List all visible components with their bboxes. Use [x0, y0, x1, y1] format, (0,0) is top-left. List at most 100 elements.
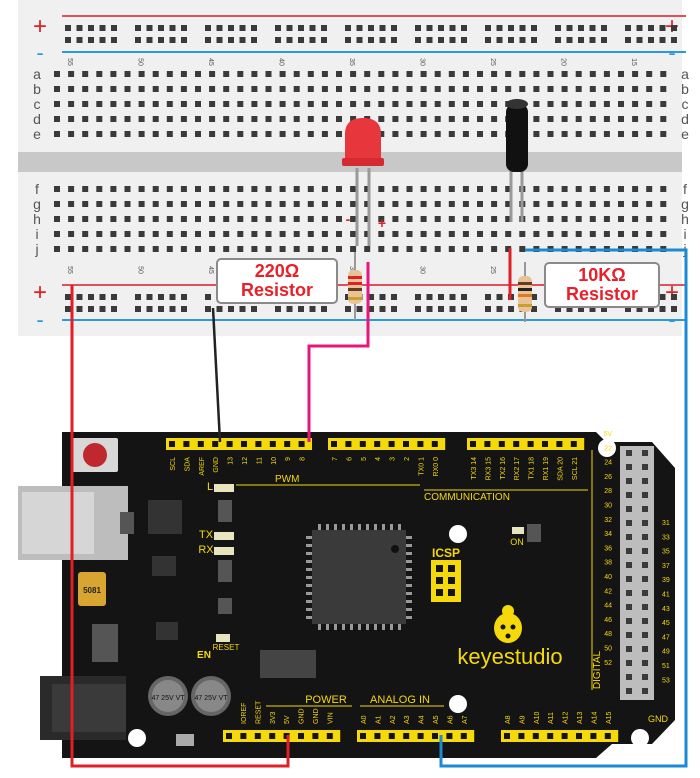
terminal-hole: [237, 246, 244, 252]
terminal-hole: [209, 86, 216, 92]
terminal-hole: [462, 71, 469, 77]
reset-button: [83, 443, 107, 467]
resistor-10k-value: 10KΩ: [578, 265, 626, 285]
smd-component: [218, 560, 232, 582]
row-letter: a: [33, 66, 41, 82]
terminal-hole: [138, 201, 145, 207]
rail-hole: [625, 37, 631, 43]
terminal-hole: [575, 186, 582, 192]
header-body: [467, 438, 585, 450]
pin-label: VIN: [327, 712, 334, 724]
terminal-hole: [491, 216, 498, 222]
pin-label: A1: [375, 715, 382, 724]
terminal-hole: [364, 101, 371, 107]
rail-hole: [659, 25, 666, 31]
terminal-hole: [336, 131, 342, 137]
rail-hole: [181, 306, 187, 312]
header-pin: [212, 441, 219, 447]
terminal-hole: [166, 71, 173, 77]
terminal-hole: [392, 216, 399, 222]
terminal-hole: [589, 186, 596, 192]
terminal-hole: [589, 86, 596, 92]
terminal-hole: [307, 201, 314, 207]
terminal-hole: [138, 216, 145, 222]
pin-label: RX2 17: [514, 457, 521, 480]
terminal-hole: [533, 131, 540, 137]
rail-hole: [555, 306, 561, 312]
main-microcontroller: [306, 524, 412, 630]
resistor-10k-callout: 10KΩ Resistor: [544, 262, 660, 308]
terminal-hole: [54, 131, 60, 137]
terminal-hole: [180, 131, 187, 137]
terminal-hole: [632, 231, 639, 237]
terminal-hole: [448, 101, 455, 107]
rail-hole: [636, 306, 643, 312]
rail-hole: [146, 25, 153, 31]
header-body: [357, 730, 475, 742]
terminal-hole: [378, 201, 385, 207]
on-led: [512, 527, 524, 534]
terminal-hole: [364, 86, 371, 92]
terminal-hole: [152, 86, 159, 92]
icsp-pin: [448, 589, 455, 596]
terminal-hole: [124, 246, 131, 252]
terminal-hole: [533, 116, 540, 122]
header-pin: [388, 733, 395, 739]
terminal-hole: [603, 101, 610, 107]
terminal-hole: [251, 246, 258, 252]
terminal-hole: [646, 116, 653, 122]
rail-hole: [601, 25, 607, 31]
rail-hole: [508, 25, 514, 31]
terminal-hole: [462, 201, 469, 207]
row-letter: i: [683, 226, 686, 242]
terminal-hole: [124, 131, 131, 137]
terminal-hole: [632, 201, 639, 207]
crystal: [78, 572, 106, 606]
terminal-hole: [321, 101, 328, 107]
row-letter: i: [35, 226, 38, 242]
rail-hole: [99, 306, 106, 312]
header-pin: [642, 646, 648, 652]
rail-hole: [135, 306, 141, 312]
terminal-hole: [195, 116, 201, 122]
terminal-hole: [547, 216, 554, 222]
terminal-hole: [152, 71, 159, 77]
terminal-hole: [632, 216, 639, 222]
row-letter: d: [33, 111, 41, 127]
digital-header-middle: [328, 438, 446, 450]
digital-header-left: [166, 438, 312, 450]
terminal-hole: [209, 186, 216, 192]
header-pin: [626, 590, 632, 596]
rail-hole: [589, 25, 596, 31]
terminal-hole: [138, 186, 145, 192]
terminal-hole: [420, 86, 427, 92]
header-pin: [642, 632, 648, 638]
terminal-hole: [293, 71, 300, 77]
terminal-hole: [477, 216, 483, 222]
terminal-hole: [166, 231, 173, 237]
usb-controller-chip: [148, 500, 182, 534]
header-pin: [403, 441, 409, 447]
rail-hole: [648, 37, 654, 43]
header-pin: [460, 733, 467, 739]
pin-label: SDA: [184, 457, 191, 472]
terminal-hole: [561, 101, 568, 107]
terminal-hole: [406, 71, 413, 77]
terminal-hole: [336, 201, 342, 207]
terminal-hole: [180, 231, 187, 237]
capacitor-label: 47 25V VT: [194, 695, 228, 702]
rail-hole: [519, 25, 526, 31]
header-pin: [360, 733, 366, 739]
pin-label: 36: [604, 545, 612, 552]
row-letter: c: [34, 96, 41, 112]
terminal-hole: [166, 86, 173, 92]
pin-label: A5: [433, 715, 440, 724]
terminal-hole: [223, 71, 230, 77]
header-pin: [269, 733, 276, 739]
rail-hole: [251, 25, 257, 31]
terminal-hole: [223, 131, 230, 137]
pin-label: A12: [563, 711, 570, 724]
terminal-hole: [646, 71, 653, 77]
header-pin: [561, 733, 568, 739]
rail-hole: [391, 306, 397, 312]
